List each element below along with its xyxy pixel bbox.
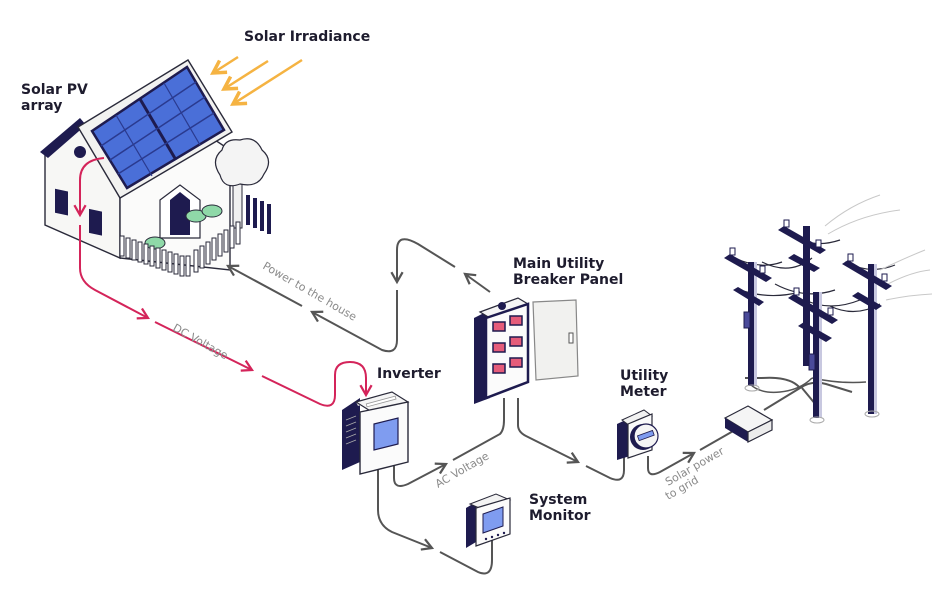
picket-fence: [119, 221, 241, 277]
grid-junction-box: [723, 405, 774, 443]
solar-irradiance-arrows: [213, 55, 303, 104]
breaker-panel-label-line2: Breaker Panel: [513, 272, 624, 288]
solar-pv-array-label-line2: array: [21, 98, 63, 114]
utility-meter: [617, 409, 659, 460]
breaker-panel-label-line1: Main Utility: [513, 256, 605, 272]
ac-voltage-line: [377, 398, 625, 575]
tree: [214, 138, 270, 229]
breaker-switches: [492, 315, 523, 374]
system-monitor-label-line1: System: [529, 492, 588, 508]
utility-meter-label-line1: Utility: [620, 368, 669, 384]
power-to-house-line: [226, 238, 491, 353]
inverter-label: Inverter: [377, 366, 441, 382]
dc-voltage-label: DC Voltage: [171, 321, 231, 362]
solar-irradiance-label: Solar Irradiance: [244, 29, 371, 45]
dc-voltage-line: [73, 157, 373, 407]
utility-meter-label-line2: Meter: [620, 384, 667, 400]
house-illustration: [40, 59, 271, 277]
solar-pv-array-label-line1: Solar PV: [21, 82, 88, 98]
inverter-device: [342, 391, 410, 475]
main-breaker-panel: [474, 297, 579, 404]
system-monitor-device: [466, 493, 512, 548]
breaker-panel-door: [532, 299, 579, 381]
solar-panel-array: [90, 65, 226, 190]
system-monitor-label-line2: Monitor: [529, 508, 591, 524]
utility-poles: [724, 194, 932, 424]
